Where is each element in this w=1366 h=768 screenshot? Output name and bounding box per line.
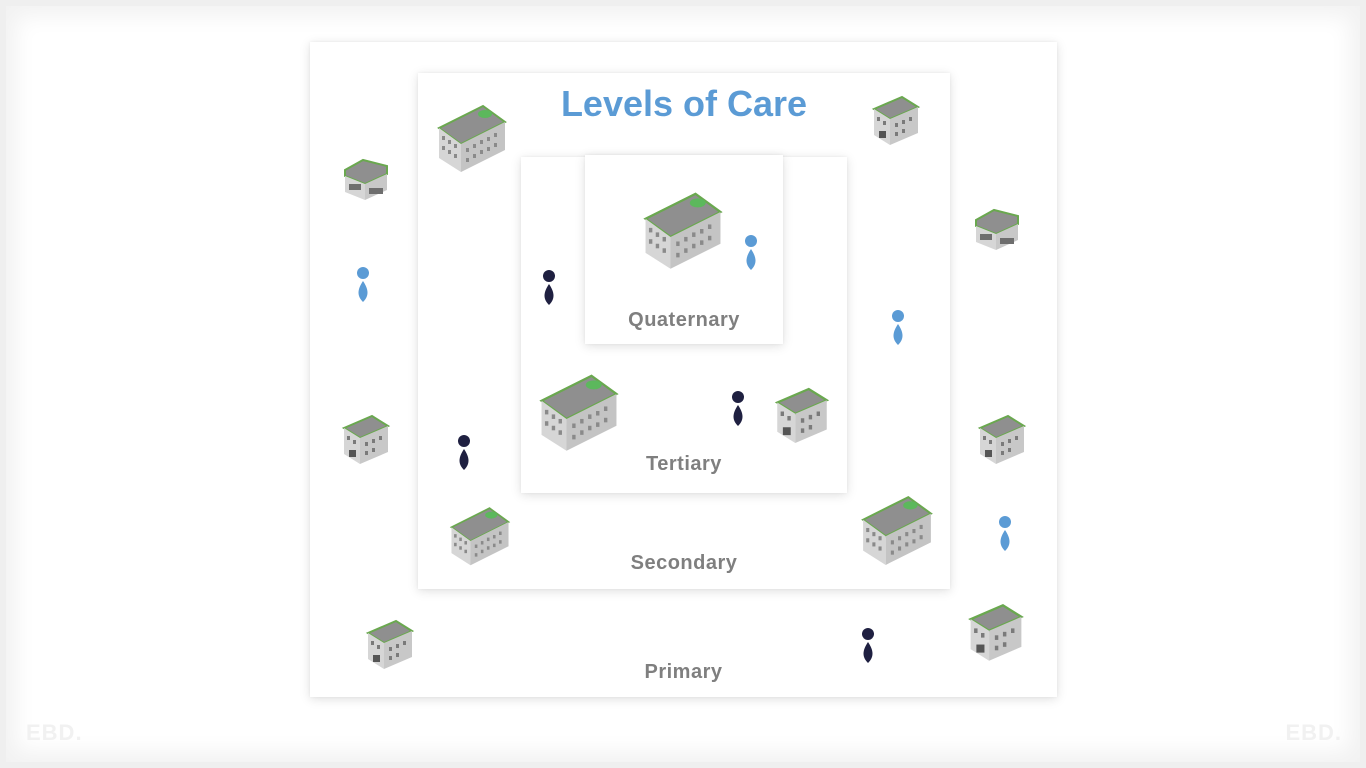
hospital-building-icon <box>539 374 619 451</box>
ebd-watermark-right: EBD. <box>1285 720 1342 745</box>
tertiary-label: Tertiary <box>646 453 722 475</box>
person-icon <box>458 435 470 470</box>
clinic-building-icon <box>341 414 391 464</box>
person-icon <box>732 391 744 426</box>
secondary-label: Secondary <box>630 552 738 574</box>
person-icon <box>357 267 369 302</box>
primary-label: Primary <box>644 661 723 683</box>
clinic-building-icon <box>968 604 1024 661</box>
clinic-building-icon <box>871 95 921 145</box>
hospital-building-icon <box>437 104 507 172</box>
person-icon <box>543 270 555 305</box>
clinic-building-icon <box>977 414 1027 464</box>
hospital-building-icon <box>643 192 723 269</box>
person-icon <box>892 310 904 345</box>
quaternary-label: Quaternary <box>628 309 740 331</box>
person-icon <box>862 628 874 663</box>
person-icon <box>999 516 1011 551</box>
ebd-watermark-left: EBD. <box>26 720 83 745</box>
pharmacy-building-icon <box>344 158 388 200</box>
clinic-building-icon <box>774 387 830 443</box>
diagram-title: Levels of Care <box>560 83 808 124</box>
hospital-building-icon <box>449 507 511 566</box>
hospital-building-icon <box>861 495 933 565</box>
person-icon <box>745 235 757 270</box>
pharmacy-building-icon <box>975 208 1019 250</box>
clinic-building-icon <box>365 619 415 669</box>
